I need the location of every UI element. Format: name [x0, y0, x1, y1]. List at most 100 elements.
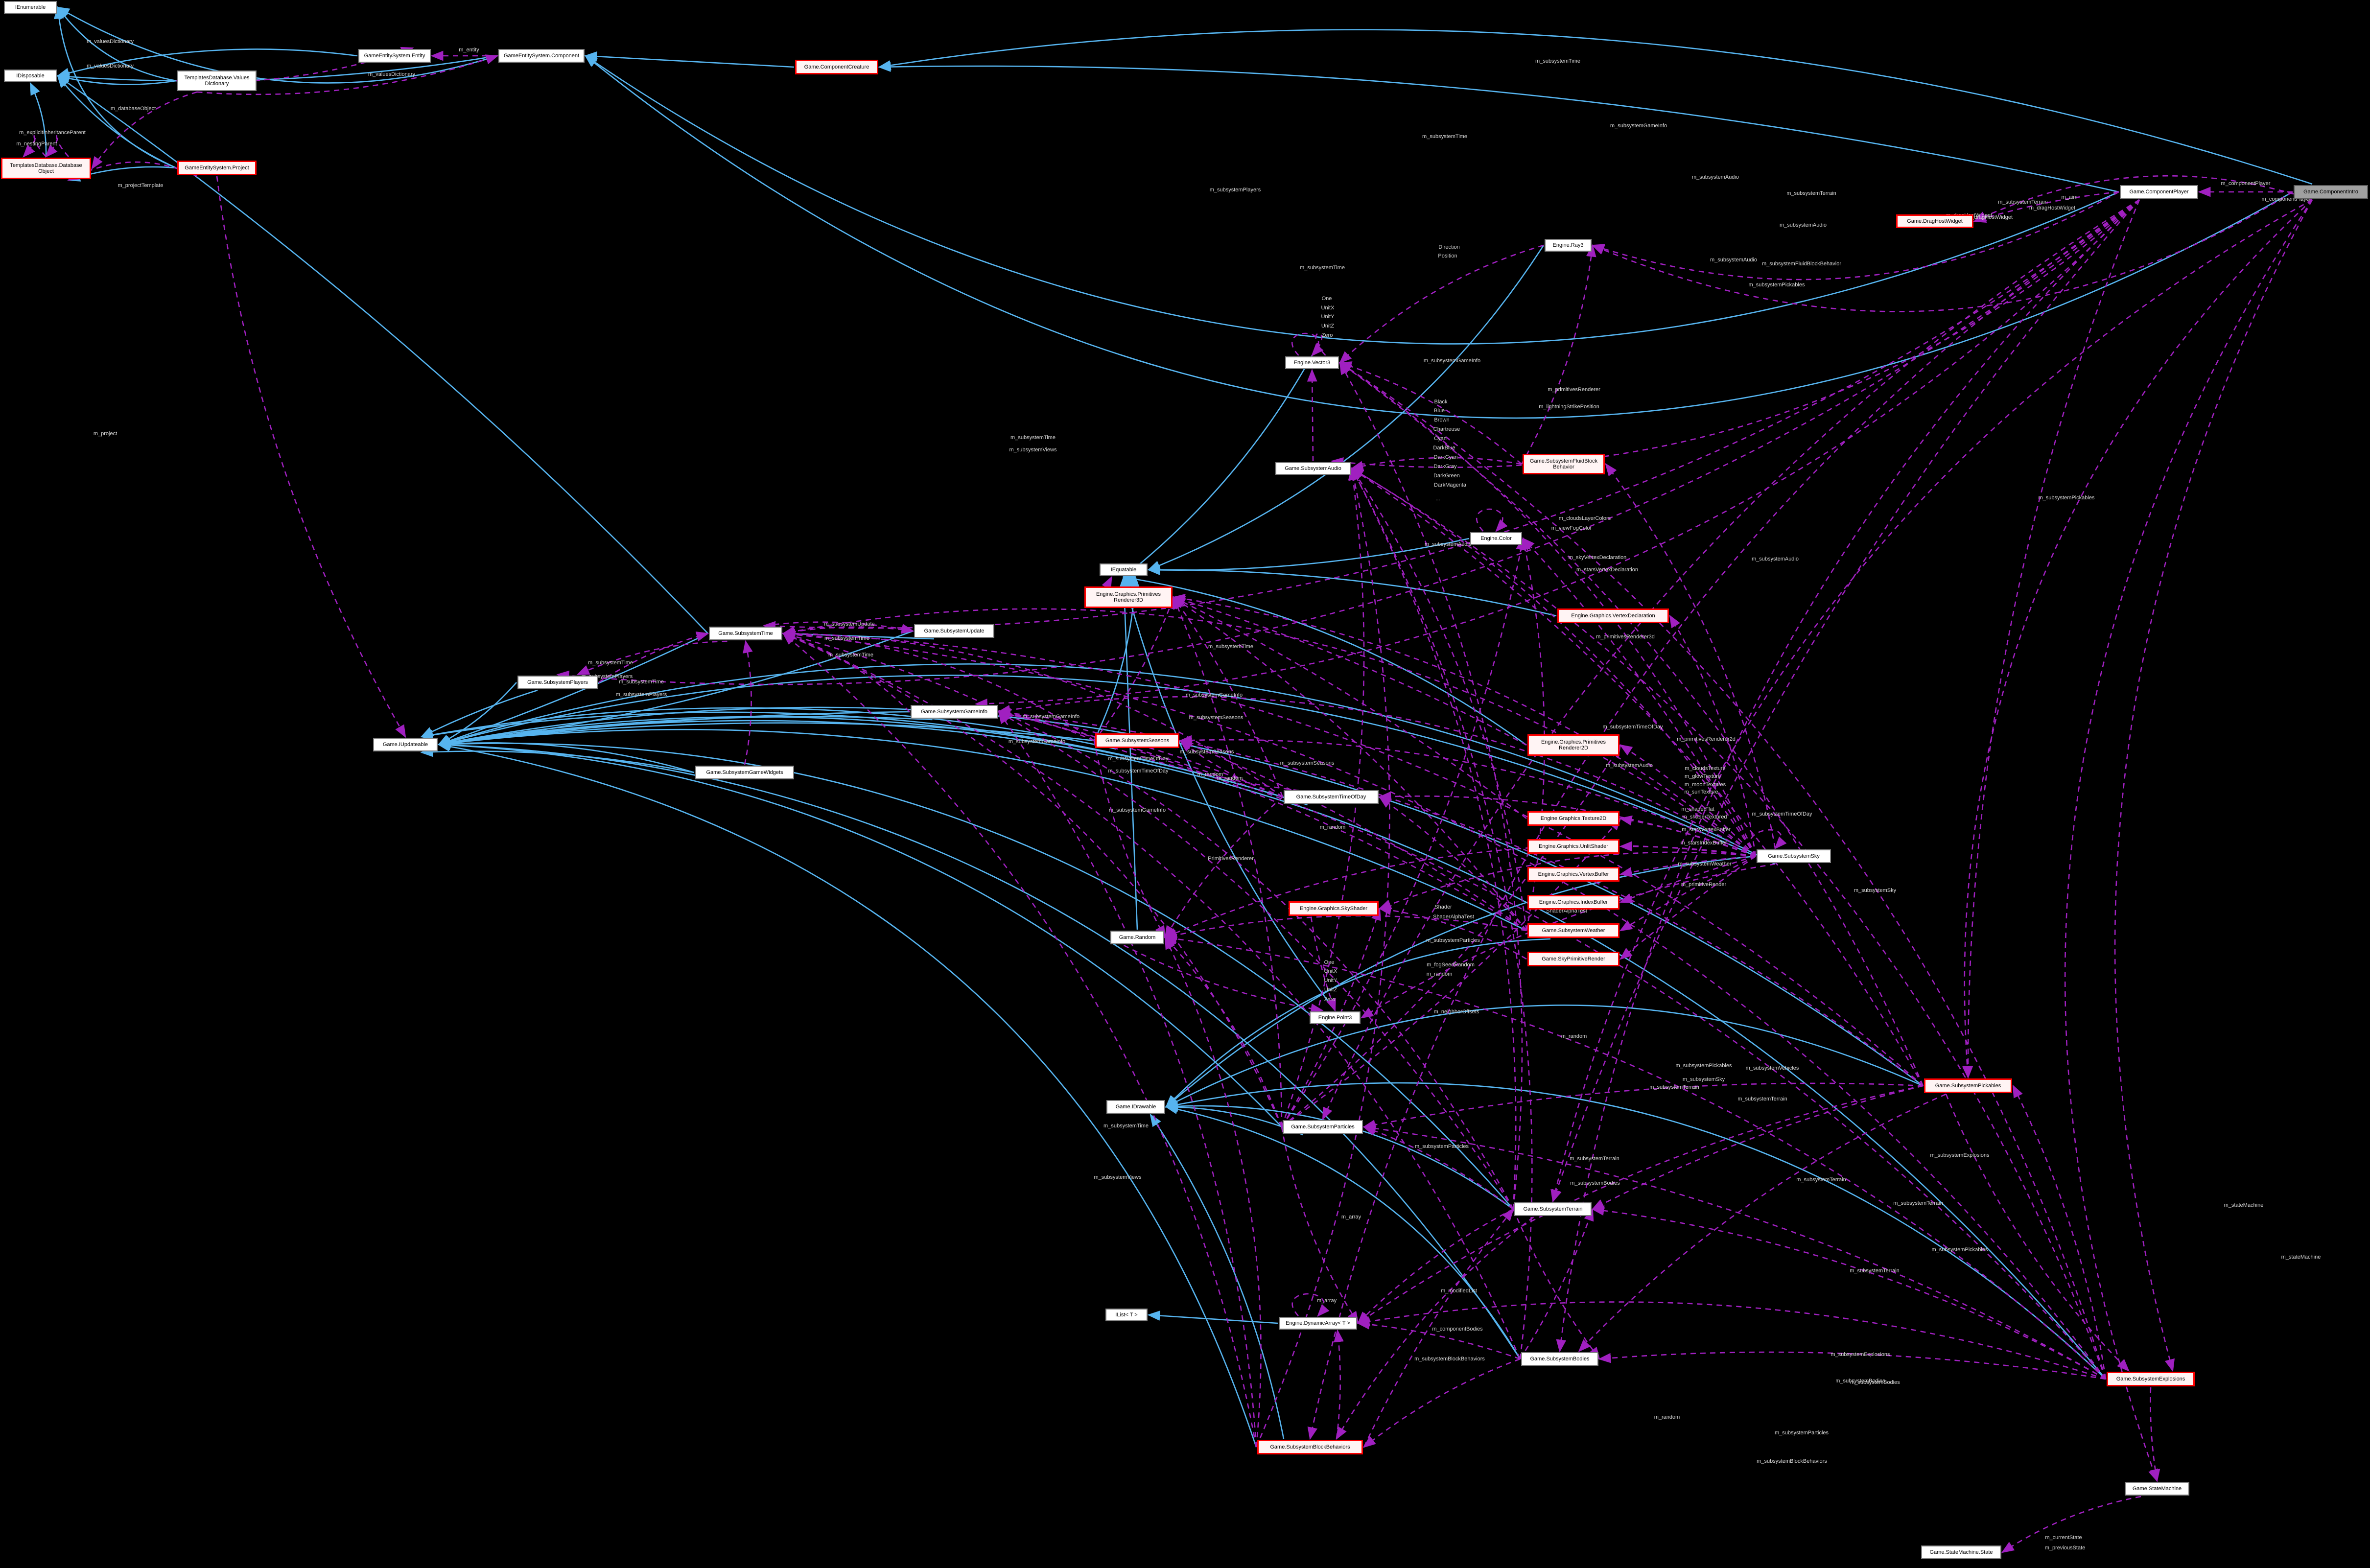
relation-edge [1350, 457, 1522, 471]
class-node[interactable]: IDisposable [4, 70, 57, 82]
relation-edge [1350, 468, 1924, 1086]
relation-edge [1147, 538, 1470, 575]
class-node[interactable]: IEquatable [1100, 563, 1148, 576]
class-node[interactable]: Game.SubsystemPickables [1924, 1078, 2012, 1093]
relation-edge [1338, 362, 2107, 1380]
relation-edge [420, 707, 1117, 750]
class-node[interactable]: Game.SubsystemWeather [1527, 923, 1619, 938]
relation-edge [1147, 245, 1545, 571]
class-node[interactable]: Game.SubsystemParticles [1283, 1120, 1363, 1134]
relation-edge [1150, 1113, 1285, 1439]
relation-edge [1357, 1085, 1924, 1324]
relation-edge [2064, 199, 2313, 1482]
relation-edge [1172, 596, 1527, 819]
class-node[interactable]: Game.SubsystemBlockBehaviors [1257, 1440, 1363, 1454]
relation-edge [1605, 463, 1776, 849]
relation-edge [1551, 199, 2140, 1203]
class-node[interactable]: TemplatesDatabase.Database Object [1, 158, 91, 179]
relation-edge [997, 696, 1756, 857]
class-node[interactable]: Game.IDrawable [1106, 1100, 1165, 1114]
class-node[interactable]: Engine.Ray3 [1545, 239, 1592, 252]
class-node[interactable]: GameEntitySystem.Entity [358, 49, 431, 63]
class-node[interactable]: Game.SubsystemUpdate [914, 624, 994, 638]
relation-edge [437, 728, 1527, 932]
class-node[interactable]: Game.StateMachine [2125, 1482, 2189, 1496]
relation-edge [437, 740, 1282, 1127]
relation-edge [1338, 361, 1522, 465]
class-node[interactable]: Engine.Graphics.Texture2D [1527, 811, 1619, 826]
class-node[interactable]: Game.ComponentPlayer [2120, 185, 2198, 199]
class-node[interactable]: Game.SubsystemExplosions [2107, 1372, 2195, 1386]
class-node[interactable]: Game.SubsystemTime [709, 627, 782, 640]
class-node[interactable]: TemplatesDatabase.Values Dictionary [177, 70, 257, 91]
relation-edge [1519, 1208, 1594, 1359]
relation-edge [1522, 538, 1757, 857]
class-node[interactable]: Game.ComponentIntro [2294, 185, 2368, 199]
relation-edge [1357, 1319, 1521, 1360]
class-node[interactable]: Game.SubsystemGameWidgets [695, 766, 794, 779]
class-node[interactable]: Engine.Vector3 [1285, 356, 1339, 369]
class-node[interactable]: Game.SubsystemTerrain [1514, 1202, 1592, 1216]
relation-edge [1173, 596, 1283, 1127]
relation-edge [1339, 244, 1544, 364]
class-node[interactable]: GameEntitySystem.Component [498, 49, 585, 63]
relation-edge [1338, 362, 1924, 1086]
relation-edge [1311, 332, 1326, 356]
class-node[interactable]: Engine.Graphics.Primitives Renderer2D [1527, 734, 1619, 756]
class-node[interactable]: Game.SubsystemBodies [1521, 1352, 1598, 1366]
class-node[interactable]: Engine.Graphics.IndexBuffer [1527, 895, 1619, 910]
class-node[interactable]: IEnumerable [4, 1, 57, 14]
relation-edge [782, 629, 2107, 1380]
relation-edge [584, 51, 795, 68]
class-node[interactable]: Engine.Graphics.Primitives Renderer3D [1084, 586, 1173, 608]
class-node[interactable]: Game.IUpdateable [373, 738, 438, 751]
class-node[interactable]: IList< T > [1105, 1309, 1148, 1321]
class-node[interactable]: Game.SubsystemFluidBlock Behavior [1523, 454, 1605, 474]
relation-edge [1165, 938, 1551, 1108]
relation-edge [2114, 199, 2313, 1372]
relation-edge [45, 134, 69, 158]
class-node[interactable]: Game.Random [1110, 931, 1164, 944]
class-node[interactable]: Game.SubsystemAudio [1275, 462, 1351, 475]
relation-edge [1351, 467, 1527, 931]
relation-edge [1378, 791, 1756, 857]
relation-edge [1362, 1358, 1521, 1448]
class-node[interactable]: Game.SubsystemPlayers [517, 676, 598, 689]
relation-edge [1164, 936, 1262, 1448]
relation-edge [1281, 818, 1621, 1128]
relation-edge [57, 74, 177, 169]
class-node[interactable]: Engine.Color [1470, 532, 1522, 545]
relation-edge [1362, 1082, 1924, 1130]
relation-edge [56, 55, 498, 82]
class-node[interactable]: Engine.Graphics.UnlitShader [1527, 839, 1619, 854]
relation-edge [1147, 1311, 1278, 1324]
relation-edge [1165, 1005, 1924, 1108]
class-node[interactable]: Game.DragHostWidget [1896, 214, 1973, 228]
class-node[interactable]: GameEntitySystem.Project [177, 161, 257, 175]
relation-edge [420, 711, 1308, 806]
relation-edge [1556, 199, 2140, 1353]
class-node[interactable]: Game.StateMachine.State [1921, 1545, 2001, 1559]
class-node[interactable]: Game.SubsystemSky [1757, 849, 1831, 863]
relation-edge [1512, 1209, 1600, 1360]
relation-edge [1591, 1205, 2106, 1380]
relation-edge [1963, 199, 2140, 1079]
relation-edge [1123, 944, 1324, 1014]
relation-edge [1164, 936, 1283, 1127]
class-node[interactable]: Game.ComponentCreature [795, 60, 878, 74]
class-node[interactable]: Game.SubsystemSeasons [1095, 733, 1179, 748]
class-node[interactable]: Engine.Graphics.SkyShader [1289, 901, 1379, 916]
class-node[interactable]: Game.SubsystemGameInfo [911, 705, 998, 719]
relation-edge [1147, 564, 1557, 617]
relation-edge [1164, 796, 1283, 939]
relation-edge [2001, 1496, 2141, 1553]
relation-edge [1598, 1351, 2106, 1380]
relation-edge [1362, 1123, 2106, 1380]
class-node[interactable]: Game.SkyPrimitiveRender [1527, 952, 1619, 966]
class-node[interactable]: Engine.Graphics.VertexBuffer [1527, 867, 1619, 882]
class-node[interactable]: Engine.DynamicArray< T > [1279, 1317, 1357, 1330]
class-node[interactable]: Engine.Point3 [1310, 1011, 1361, 1024]
class-node[interactable]: Game.SubsystemTimeOfDay [1284, 790, 1379, 804]
relation-edge [420, 689, 538, 738]
class-node[interactable]: Engine.Graphics.VertexDeclaration [1557, 608, 1669, 623]
